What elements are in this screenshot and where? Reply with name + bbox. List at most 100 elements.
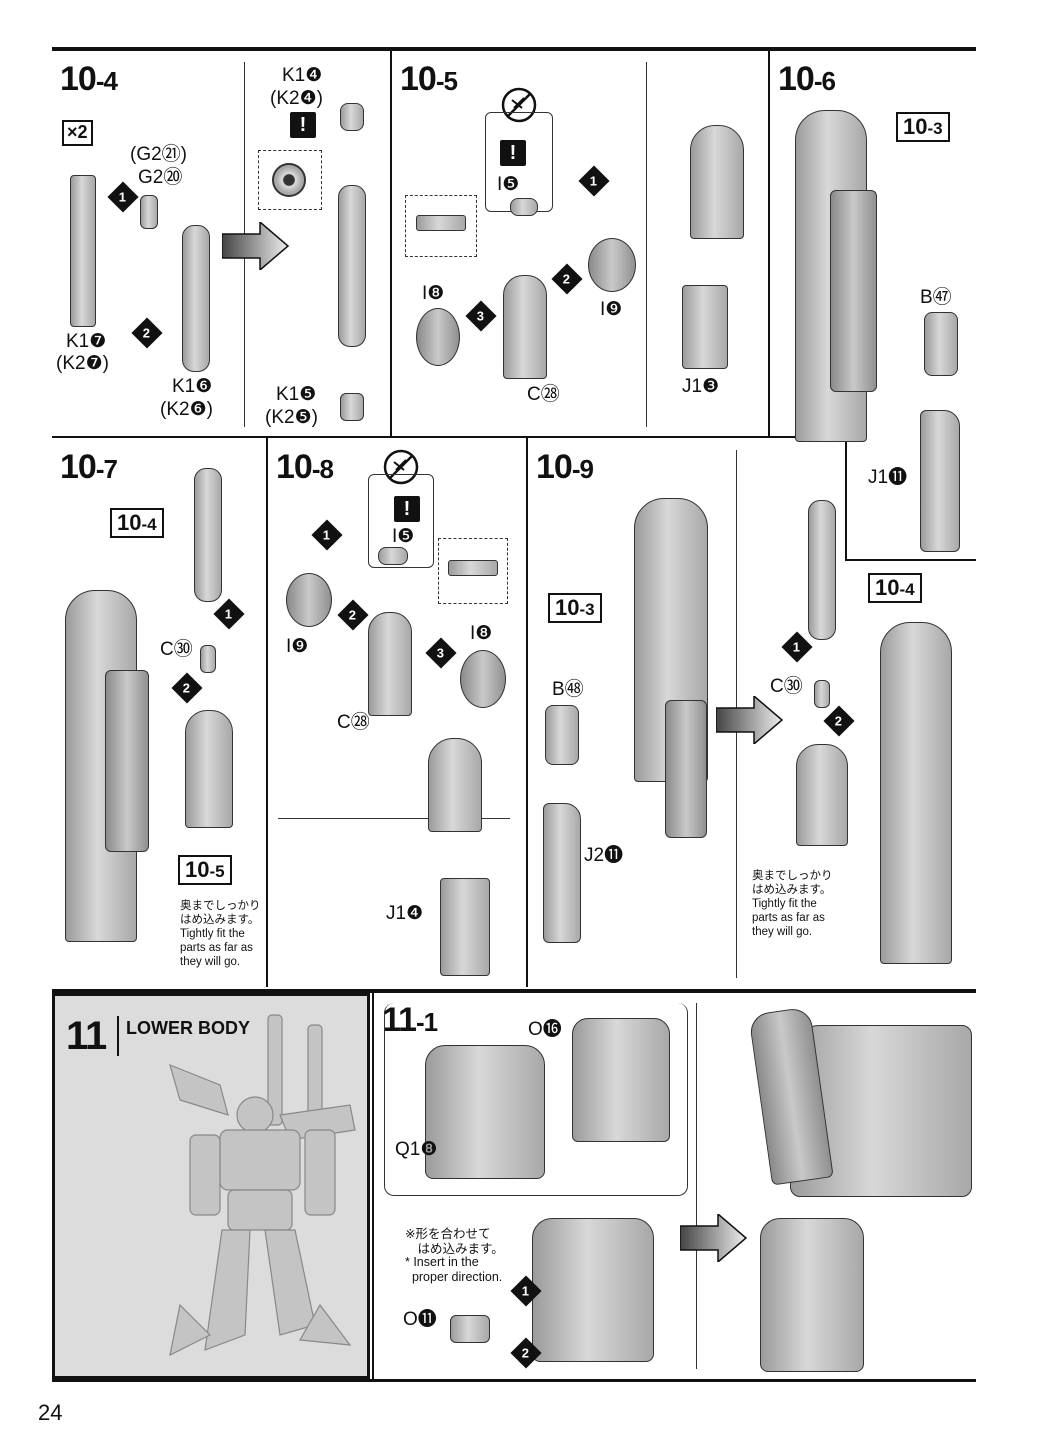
part-o-11 (450, 1315, 490, 1343)
step-sub: -9 (571, 454, 594, 484)
step-sub: -4 (95, 66, 118, 96)
part-knee-10-7 (185, 710, 233, 828)
ref-10-3: 10-3 (548, 593, 602, 624)
label-i-9: I❾ (600, 299, 623, 320)
part-b-48 (545, 705, 579, 765)
badge-3: 3 (425, 637, 457, 669)
part-q1-8-assembled (532, 1218, 654, 1362)
label-i-5: I❺ (497, 174, 520, 195)
badge-2: 2 (337, 599, 369, 631)
badge-2: 2 (171, 672, 203, 704)
part-c-30 (200, 645, 216, 673)
step-number: 10 (60, 60, 97, 98)
label-o-11: O⓫ (403, 1309, 437, 1330)
step-10-8-title: 10-8 (276, 448, 334, 486)
divider-v-4 (526, 437, 528, 987)
badge-2: 2 (551, 263, 583, 295)
divider-v-2 (768, 51, 770, 436)
warning-icon: ! (500, 140, 526, 166)
warning-icon: ! (290, 112, 316, 138)
divider-10-6-h (845, 559, 976, 561)
subdivider-10-7 (278, 818, 510, 819)
part-c-28 (368, 612, 412, 716)
part-c-28 (503, 275, 547, 379)
label-k1-5: K1❺ (276, 384, 317, 405)
part-c-30 (814, 680, 830, 708)
lower-body-title: LOWER BODY (126, 1018, 250, 1038)
arrow-right-icon (680, 1214, 748, 1262)
part-i-5 (510, 198, 538, 216)
label-k1-6: K1❻ (172, 376, 213, 397)
note-dir-jp: ※形を合わせて はめ込みます。 (405, 1227, 504, 1256)
part-k1-4 (340, 103, 364, 131)
label-b-47: B㊼ (920, 287, 952, 308)
badge-1: 1 (107, 181, 139, 213)
label-k1-7: K1❼ (66, 331, 107, 352)
part-leg-10-9-assembled (880, 622, 952, 964)
label-i-8: I❽ (470, 623, 493, 644)
badge-1: 1 (781, 631, 813, 663)
detail-box-k1-4 (258, 150, 322, 210)
label-j2-11: J2⓫ (584, 845, 624, 866)
note-fit-jp: 奥までしっかり はめ込みます。 (180, 900, 261, 926)
part-k1-7-frame (70, 175, 96, 327)
label-j1-11: J1⓫ (868, 467, 908, 488)
part-k1-6 (182, 225, 210, 372)
badge-2: 2 (823, 705, 855, 737)
part-o-16 (572, 1018, 670, 1142)
page-number: 24 (38, 1400, 63, 1425)
label-k1-4: K1❹ (282, 65, 323, 86)
label-o-16: O⓰ (528, 1019, 562, 1040)
badge-1: 1 (213, 598, 245, 630)
part-i-9 (286, 573, 332, 627)
part-i-8 (460, 650, 506, 708)
part-i-5-detail (416, 215, 466, 231)
top-rule (52, 47, 976, 51)
ref-10-5: 10-5 (178, 855, 232, 886)
label-g2-20: G2⑳ (138, 167, 183, 188)
part-i-5-detail (448, 560, 498, 576)
divider-v-1 (390, 51, 392, 436)
badge-1: 1 (578, 165, 610, 197)
subdivider-11-1 (696, 1003, 697, 1369)
label-k2-4: (K2❹) (270, 88, 323, 109)
step-10-9-title: 10-9 (536, 450, 594, 484)
part-k1-6-10-9 (808, 500, 836, 640)
part-q1-8 (425, 1045, 545, 1179)
part-j1-3 (682, 285, 728, 369)
step-10-6-title: 10-6 (778, 62, 836, 96)
arrow-right-icon (716, 696, 784, 744)
part-leg-10-7-plate (105, 670, 149, 852)
label-c-30: C㉚ (770, 676, 803, 697)
callout-i-5 (368, 474, 434, 568)
part-i-9 (588, 238, 636, 292)
step-sub: -6 (813, 66, 836, 96)
divider-h-1 (52, 436, 847, 438)
step-sub: -5 (435, 66, 458, 96)
label-c-28: C㉘ (527, 384, 560, 405)
part-b-47 (924, 312, 958, 376)
part-crotch-assembled (760, 1218, 864, 1372)
part-knee-10-9 (796, 744, 848, 846)
step-10-5-title: 10-5 (400, 62, 458, 96)
part-i-8 (416, 308, 460, 366)
label-i-5: I❺ (392, 526, 415, 547)
note-fit-en: Tightly fit the parts as far as they wil… (180, 928, 253, 968)
note-dir-en: * Insert in the proper direction. (405, 1255, 503, 1284)
label-g2-21: (G2㉑) (130, 144, 188, 165)
step-sub: -7 (95, 454, 118, 484)
no-nipper-icon (501, 87, 537, 123)
part-c-28-assembly (690, 125, 744, 239)
label-i-9: I❾ (286, 636, 309, 657)
ref-10-4: 10-4 (110, 508, 164, 539)
step-sub: -8 (311, 454, 334, 484)
quantity-x2: ×2 (62, 120, 93, 146)
note-fit-jp: 奥までしっかり はめ込みます。 (752, 870, 833, 896)
step-11-1-title: 11-1 (382, 1003, 438, 1037)
badge-1: 1 (311, 519, 343, 551)
step-number: 10 (276, 448, 313, 486)
label-b-48: B㊽ (552, 679, 584, 700)
label-c-28: C㉘ (337, 712, 370, 733)
part-i-5 (378, 547, 408, 565)
label-i-8: I❽ (422, 283, 445, 304)
